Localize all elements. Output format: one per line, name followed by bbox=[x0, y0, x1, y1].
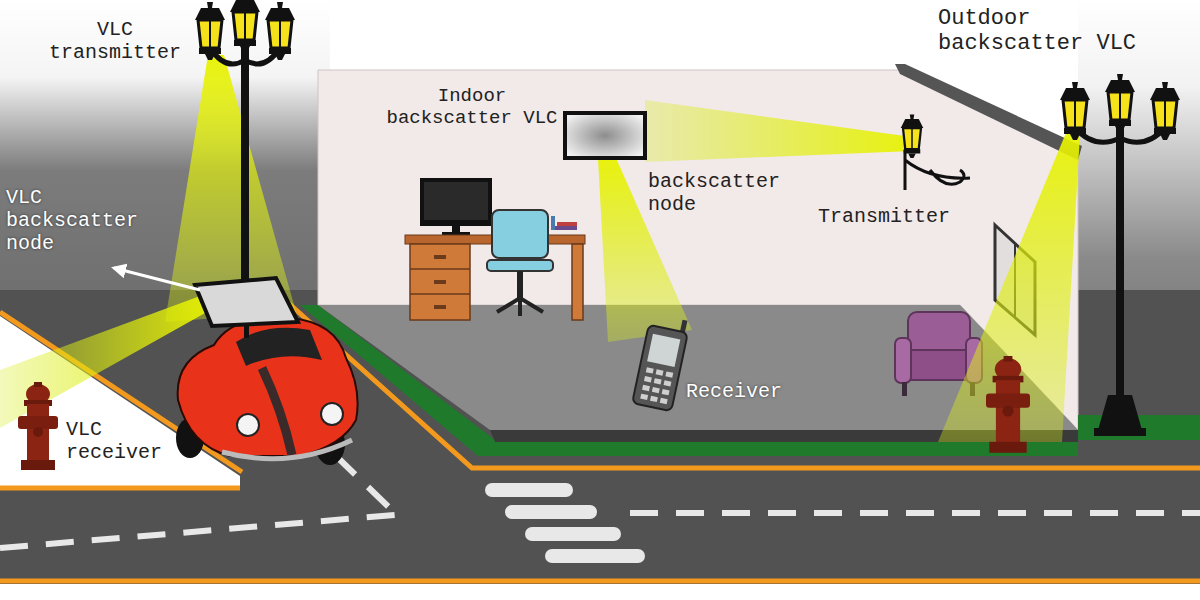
callout-label: VLC backscatter node bbox=[6, 186, 146, 255]
callout-label: VLC transmitter bbox=[40, 18, 190, 64]
street-lamp-right bbox=[1060, 74, 1180, 436]
callout-label: Receiver bbox=[686, 380, 796, 403]
car bbox=[176, 318, 358, 465]
desk-and-computer bbox=[405, 178, 585, 320]
callout-label: backscatter node bbox=[648, 170, 788, 216]
callout-label: Transmitter bbox=[818, 205, 968, 228]
callout-label: Indoor backscatter VLC bbox=[383, 86, 561, 130]
fire-hydrant bbox=[986, 356, 1030, 453]
wall-lamp bbox=[901, 115, 970, 191]
phone bbox=[632, 313, 690, 411]
building bbox=[300, 64, 1200, 456]
indoor-backscatter-panel bbox=[565, 113, 645, 158]
callout-label: Outdoor backscatter VLC bbox=[938, 6, 1150, 57]
light-beams bbox=[0, 55, 1080, 442]
office-chair bbox=[487, 210, 553, 316]
callout-label: VLC receiver bbox=[66, 418, 206, 464]
fire-hydrant bbox=[18, 382, 58, 470]
leader-arrow bbox=[114, 268, 200, 290]
vlc-backscatter-panel bbox=[195, 278, 298, 326]
